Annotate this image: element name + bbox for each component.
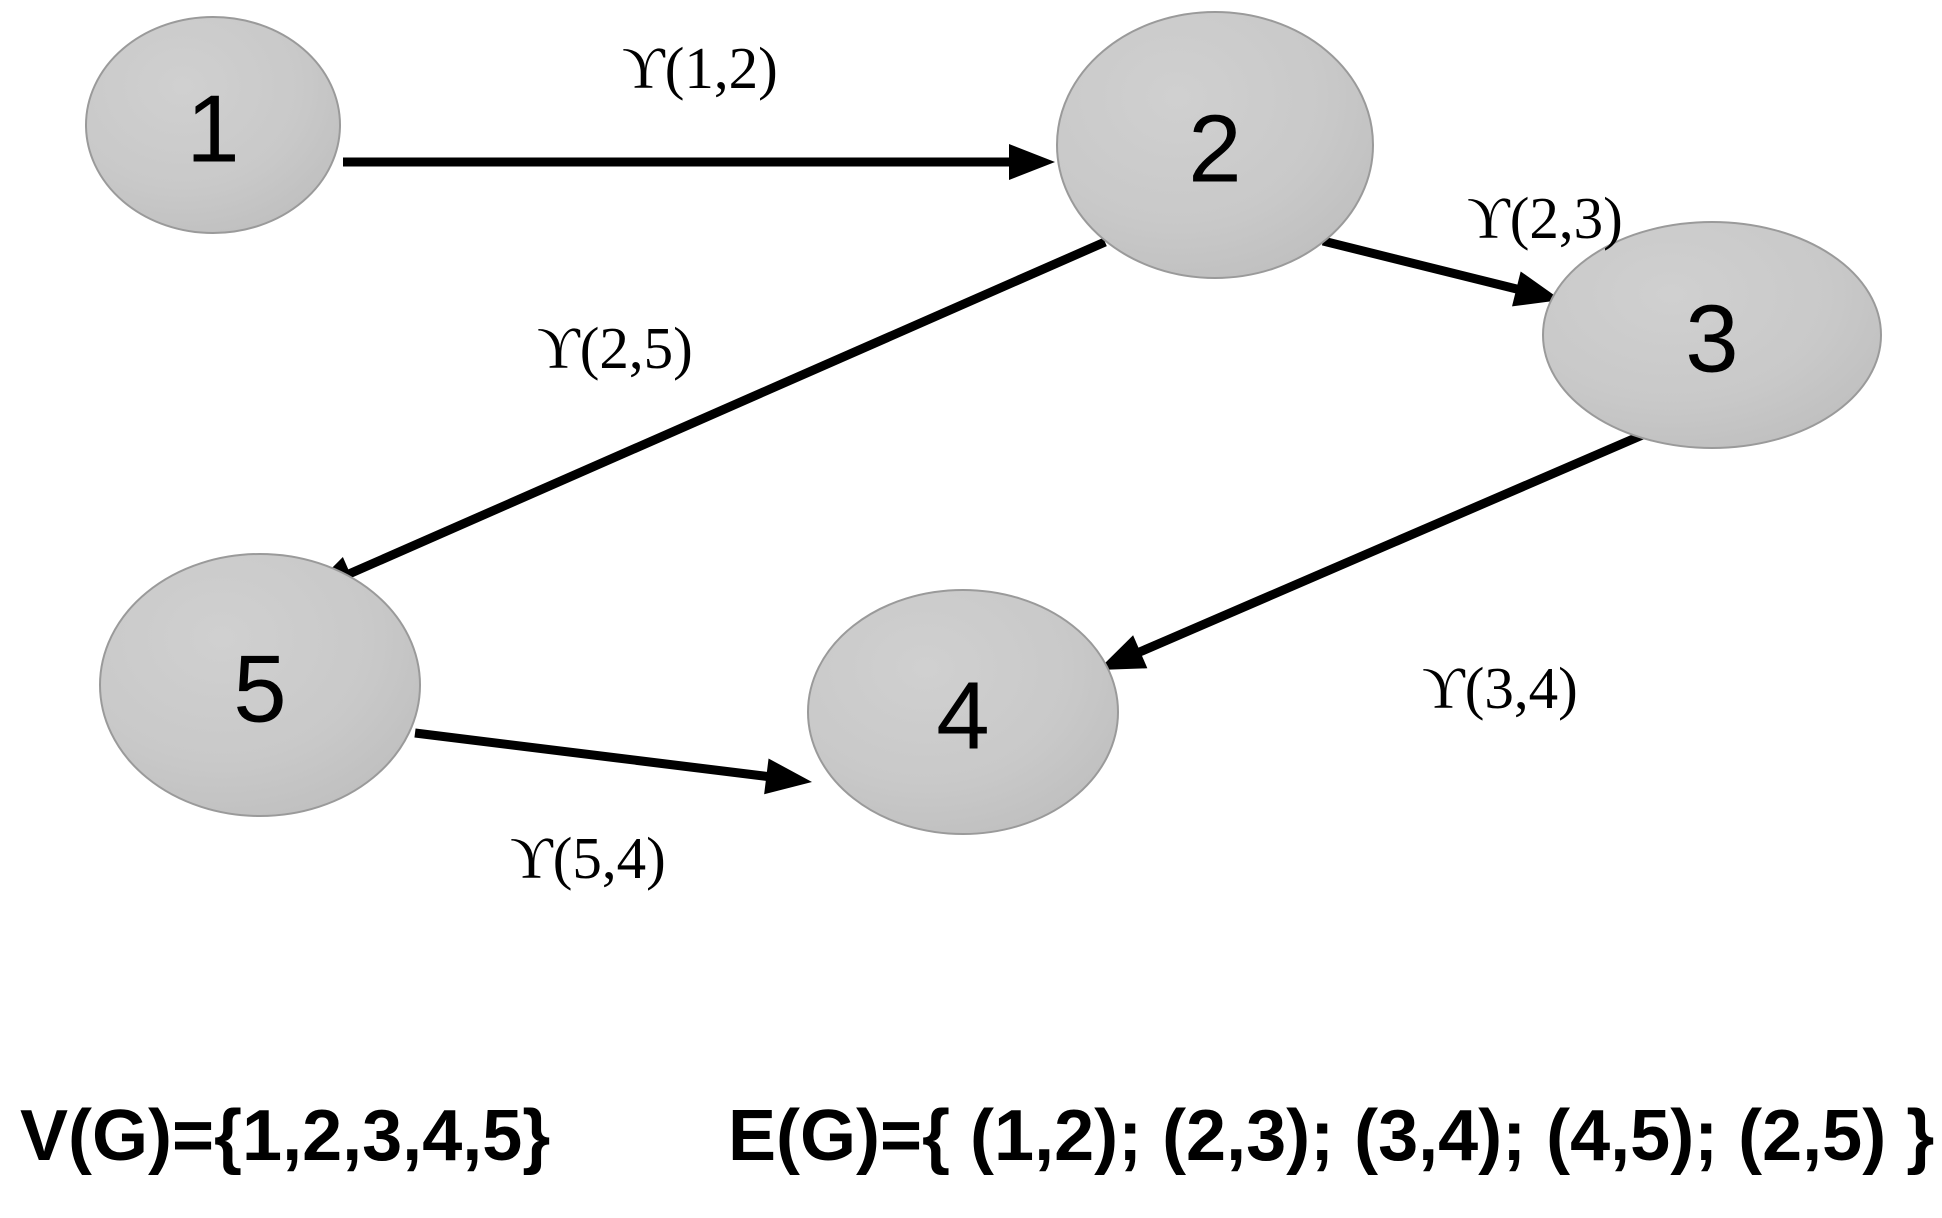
edge-3-to-4	[1098, 425, 1656, 670]
edge-5-to-4	[414, 728, 812, 795]
node-3[interactable]: 3	[1542, 221, 1882, 449]
edge-label-2-5: ϒ(2,5)	[537, 315, 693, 381]
node-label-2: 2	[1188, 96, 1241, 203]
edge-1-to-2	[343, 144, 1055, 180]
node-4[interactable]: 4	[807, 589, 1119, 835]
node-shape-4[interactable]	[807, 589, 1119, 835]
node-label-1: 1	[186, 76, 239, 183]
node-2[interactable]: 2	[1056, 11, 1374, 279]
node-shape-3[interactable]	[1542, 221, 1882, 449]
vertex-set-caption: V(G)={1,2,3,4,5}	[20, 1096, 550, 1176]
edge-label-5-4: ϒ(5,4)	[510, 825, 666, 891]
arrowhead-icon	[1512, 271, 1561, 307]
edge-label-3-4: ϒ(3,4)	[1422, 655, 1578, 721]
node-shape-2[interactable]	[1056, 11, 1374, 279]
edge-shaft	[414, 728, 773, 782]
node-label-3: 3	[1685, 286, 1738, 393]
edge-2-to-3	[1321, 236, 1561, 307]
node-label-4: 4	[936, 663, 989, 770]
edge-set-caption: E(G)={ (1,2); (2,3); (3,4); (4,5); (2,5)…	[728, 1096, 1934, 1176]
arrowhead-icon	[1009, 144, 1055, 180]
edge-shaft	[1132, 425, 1656, 659]
edge-label-2-3: ϒ(2,3)	[1467, 185, 1623, 251]
edge-labels-layer: ϒ(1,2) ϒ(2,3) ϒ(2,5) ϒ(3,4) ϒ(5,4)	[510, 35, 1623, 891]
edge-label-1-2: ϒ(1,2)	[622, 35, 778, 101]
node-5[interactable]: 5	[99, 553, 421, 817]
node-1[interactable]: 1	[85, 16, 341, 234]
arrowhead-icon	[764, 758, 812, 795]
node-shape-5[interactable]	[99, 553, 421, 817]
node-shape-1[interactable]	[85, 16, 341, 234]
edge-2-to-5	[308, 237, 1107, 592]
edge-shaft	[1321, 236, 1524, 295]
arrowhead-icon	[1098, 635, 1148, 670]
node-label-5: 5	[233, 636, 286, 743]
edge-shaft	[342, 237, 1107, 581]
nodes-layer: 1 2 3 4 5	[85, 11, 1882, 835]
